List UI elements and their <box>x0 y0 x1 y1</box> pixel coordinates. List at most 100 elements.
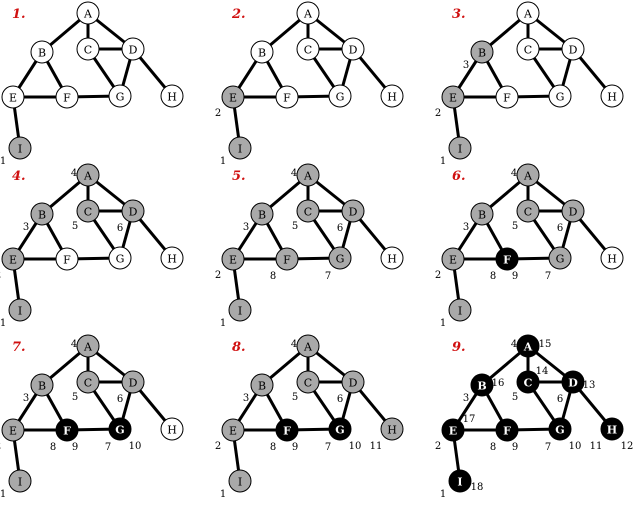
node-D: D <box>561 199 585 223</box>
node-circle <box>561 37 585 61</box>
node-I: I <box>448 298 472 322</box>
node-circle <box>448 469 472 493</box>
discovery-time: 7 <box>325 442 331 453</box>
node-letter: E <box>449 92 457 105</box>
node-letter: I <box>457 476 462 489</box>
node-letter: B <box>38 209 46 222</box>
node-D: D <box>561 37 585 61</box>
node-letter: D <box>349 44 358 57</box>
node-F: F <box>495 418 519 442</box>
node-G: G <box>108 246 132 270</box>
discovery-time: 1 <box>220 489 226 500</box>
node-E: E <box>441 85 465 109</box>
node-letter: A <box>523 170 533 183</box>
node-letter: F <box>503 92 511 105</box>
node-circle <box>516 370 540 394</box>
step-label: 5. <box>232 169 246 184</box>
node-H: H <box>380 246 404 270</box>
node-circle <box>275 85 299 109</box>
node-letter: B <box>258 47 266 60</box>
node-letter: C <box>524 206 532 219</box>
node-D: D <box>341 370 365 394</box>
node-letter: F <box>283 425 291 438</box>
node-C: C <box>516 37 540 61</box>
finish-time: 10 <box>129 441 142 452</box>
node-letter: F <box>503 425 511 438</box>
node-circle <box>250 202 274 226</box>
discovery-time: 1 <box>220 318 226 329</box>
node-letter: H <box>167 424 177 437</box>
node-I: I <box>228 469 252 493</box>
node-circle <box>470 202 494 226</box>
step-label: 4. <box>12 169 26 184</box>
node-circle <box>250 40 274 64</box>
node-circle <box>296 163 320 187</box>
node-circle <box>600 246 624 270</box>
node-letter: I <box>458 143 462 156</box>
node-letter: D <box>129 377 138 390</box>
node-C: C <box>516 370 540 394</box>
node-letter: F <box>283 92 291 105</box>
node-letter: I <box>18 476 22 489</box>
finish-time: 9 <box>512 271 518 282</box>
node-circle <box>296 334 320 358</box>
discovery-time: 5 <box>292 392 298 403</box>
node-letter: G <box>555 424 564 437</box>
discovery-time: 6 <box>117 223 123 234</box>
discovery-time: 2 <box>0 270 1 281</box>
discovery-time: 5 <box>512 392 518 403</box>
finish-time: 9 <box>512 442 518 453</box>
node-circle <box>441 85 465 109</box>
node-I: I <box>8 469 32 493</box>
node-H: H <box>380 417 404 441</box>
node-circle <box>548 246 572 270</box>
node-H: H <box>600 84 624 108</box>
node-circle <box>296 370 320 394</box>
discovery-time: 8 <box>50 442 56 453</box>
node-letter: I <box>18 305 22 318</box>
node-letter: B <box>38 47 46 60</box>
discovery-time: 3 <box>243 222 249 233</box>
discovery-time: 2 <box>435 441 441 452</box>
step-label: 2. <box>231 7 246 22</box>
panel-7: 7.A4B3C5D6E2F89G710HI1 <box>0 334 184 500</box>
node-circle <box>548 84 572 108</box>
node-letter: E <box>9 425 17 438</box>
node-circle <box>600 84 624 108</box>
node-circle <box>448 298 472 322</box>
node-G: G <box>328 417 352 441</box>
node-I: I <box>228 136 252 160</box>
node-circle <box>516 199 540 223</box>
node-letter: A <box>83 8 93 21</box>
node-circle <box>341 370 365 394</box>
node-F: F <box>495 85 519 109</box>
node-letter: H <box>607 91 617 104</box>
node-B: B <box>470 40 494 64</box>
node-E: E <box>441 247 465 271</box>
node-letter: I <box>238 305 242 318</box>
node-circle <box>221 247 245 271</box>
finish-time: 10 <box>569 441 582 452</box>
discovery-time: 1 <box>0 318 6 329</box>
finish-time: 14 <box>536 366 549 377</box>
step-label: 9. <box>452 340 466 355</box>
node-circle <box>495 418 519 442</box>
node-G: G <box>548 246 572 270</box>
finish-time: 16 <box>492 378 505 389</box>
node-H: H <box>380 84 404 108</box>
node-letter: D <box>349 206 358 219</box>
discovery-time: 7 <box>325 271 331 282</box>
step-label: 8. <box>232 340 246 355</box>
node-F: F <box>495 247 519 271</box>
step-label: 3. <box>452 7 466 22</box>
node-circle <box>516 1 540 25</box>
discovery-time: 6 <box>337 394 343 405</box>
discovery-time: 6 <box>337 223 343 234</box>
node-circle <box>548 417 572 441</box>
node-circle <box>108 246 132 270</box>
node-circle <box>470 373 494 397</box>
node-circle <box>275 247 299 271</box>
node-circle <box>76 334 100 358</box>
node-C: C <box>76 199 100 223</box>
